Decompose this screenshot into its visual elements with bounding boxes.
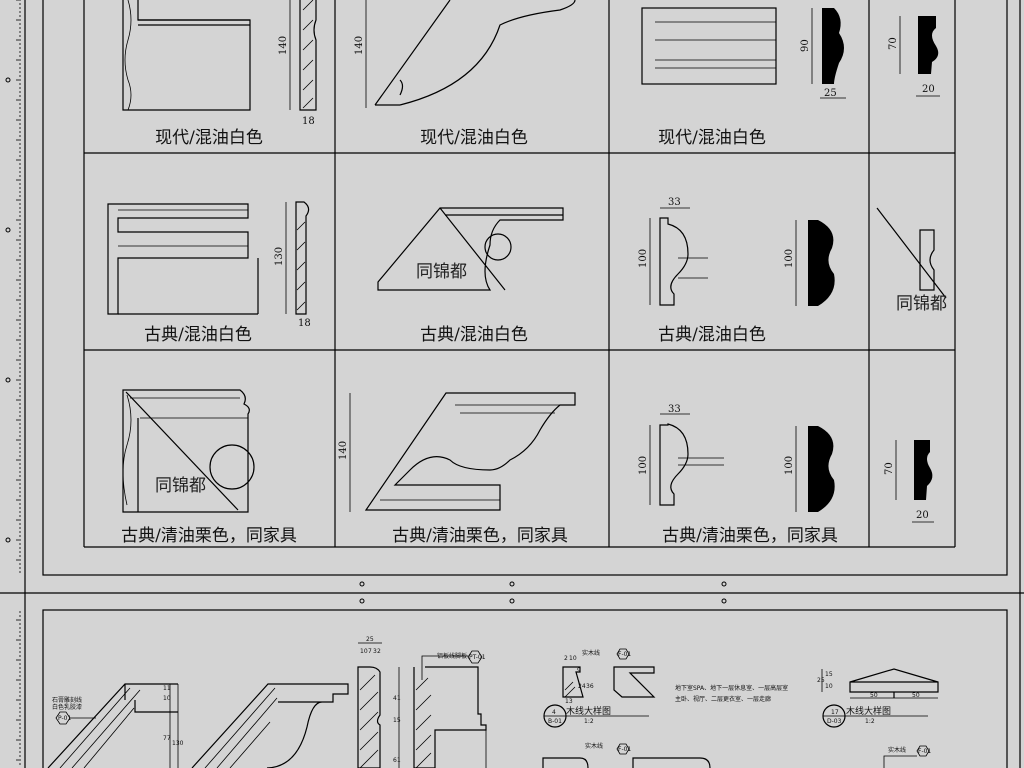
- svg-text:25: 25: [824, 88, 837, 99]
- svg-text:B-01: B-01: [548, 718, 562, 725]
- svg-text:36: 36: [586, 683, 594, 690]
- svg-text:20: 20: [916, 510, 929, 521]
- label-r1-c2: 现代/混油白色: [420, 128, 528, 148]
- svg-text:2: 2: [564, 655, 568, 662]
- svg-text:20: 20: [922, 84, 935, 95]
- moulding-r3-c2: 140: [338, 392, 576, 512]
- svg-text:130: 130: [172, 740, 184, 747]
- detail-profile-c: 25 10 7 3 2 41 15 61 铝板线脚板 PT-01: [357, 636, 487, 768]
- svg-text:140: 140: [354, 36, 365, 55]
- moulding-r2-c1: 130 18: [107, 201, 311, 329]
- svg-text:15: 15: [393, 717, 401, 724]
- label-r1-c3: 现代/混油白色: [658, 128, 766, 148]
- svg-text:100: 100: [784, 249, 795, 268]
- svg-text:主卧、视厅、二层更衣室、一层走廊: 主卧、视厅、二层更衣室、一层走廊: [675, 695, 771, 703]
- svg-text:70: 70: [888, 37, 899, 50]
- svg-text:100: 100: [638, 456, 649, 475]
- moulding-r3-c4: 70 20: [884, 440, 934, 523]
- svg-text:24: 24: [578, 683, 586, 690]
- svg-text:P-01: P-01: [58, 715, 71, 722]
- svg-text:50: 50: [912, 692, 920, 699]
- svg-text:F-01: F-01: [918, 748, 931, 755]
- svg-text:15: 15: [825, 671, 833, 678]
- label-r2-c3: 古典/混油白色: [658, 325, 766, 345]
- svg-text:木线大样图: 木线大样图: [846, 705, 891, 717]
- svg-text:地下室SPA、地下一层休息室、一层高层室: 地下室SPA、地下一层休息室、一层高层室: [675, 684, 788, 692]
- moulding-r1-c4: 70 20: [888, 16, 940, 97]
- svg-text:木线大样图: 木线大样图: [566, 705, 611, 717]
- svg-text:100: 100: [638, 249, 649, 268]
- svg-text:9: 9: [577, 667, 581, 674]
- binding-holes: [5, 77, 727, 604]
- moulding-r3-c3: 33 100 100: [638, 404, 835, 512]
- svg-text:18: 18: [298, 318, 311, 329]
- label-r3-c2: 古典/清油栗色，同家具: [392, 526, 568, 546]
- moulding-r1-c3: 90 25: [641, 7, 846, 99]
- moulding-r2-c2: 同锦都: [377, 207, 564, 291]
- svg-text:10: 10: [360, 648, 368, 655]
- svg-text:1:2: 1:2: [865, 718, 875, 725]
- moulding-r2-c4: 同锦都: [876, 207, 947, 314]
- svg-text:140: 140: [338, 441, 349, 460]
- svg-text:90: 90: [800, 39, 811, 52]
- svg-text:D-03: D-03: [827, 718, 842, 725]
- svg-text:100: 100: [784, 456, 795, 475]
- svg-text:实木线: 实木线: [585, 742, 603, 750]
- svg-text:4: 4: [552, 709, 556, 716]
- svg-text:10: 10: [825, 683, 833, 690]
- svg-text:同锦都: 同锦都: [155, 476, 206, 496]
- ruler-ticks: [16, 0, 21, 765]
- label-r3-c1: 古典/清油栗色，同家具: [121, 526, 297, 546]
- svg-text:F-01: F-01: [618, 746, 631, 753]
- svg-text:F-01: F-01: [618, 651, 631, 658]
- moulding-r1-c1: 140 18: [122, 0, 317, 127]
- svg-text:1:2: 1:2: [584, 718, 594, 725]
- svg-text:PT-01: PT-01: [469, 654, 486, 661]
- detail-cornice-a: 石膏雕刻线 白色乳胶漆 P-01 11 10 77 130: [47, 683, 184, 768]
- svg-text:140: 140: [278, 36, 289, 55]
- svg-text:11: 11: [163, 685, 171, 692]
- label-r3-c3: 古典/清油栗色，同家具: [662, 526, 838, 546]
- label-r2-c2: 古典/混油白色: [420, 325, 528, 345]
- svg-text:10: 10: [163, 695, 171, 702]
- svg-text:7: 7: [368, 648, 372, 655]
- svg-text:33: 33: [668, 404, 681, 415]
- svg-text:3: 3: [373, 648, 377, 655]
- svg-text:13: 13: [565, 698, 573, 705]
- svg-text:33: 33: [668, 197, 681, 208]
- svg-text:同锦都: 同锦都: [896, 294, 947, 314]
- moulding-r2-c3: 33 100 100: [638, 197, 835, 306]
- svg-text:17: 17: [831, 709, 839, 716]
- label-r2-c1: 古典/混油白色: [144, 325, 252, 345]
- svg-text:10: 10: [569, 655, 577, 662]
- detail-17: 50 50 25 15 10 17 D-03 木线大样图 1:2: [817, 668, 939, 728]
- moulding-table-grid: [83, 0, 956, 548]
- svg-text:130: 130: [274, 247, 285, 266]
- svg-text:77: 77: [163, 735, 171, 742]
- svg-text:50: 50: [870, 692, 878, 699]
- svg-text:石膏雕刻线: 石膏雕刻线: [52, 696, 82, 704]
- svg-text:18: 18: [302, 116, 315, 127]
- svg-text:25: 25: [366, 636, 374, 643]
- svg-text:白色乳胶漆: 白色乳胶漆: [52, 703, 82, 711]
- svg-text:2: 2: [377, 648, 381, 655]
- moulding-r1-c2: 140: [354, 0, 576, 108]
- detail-cornice-b: [191, 683, 349, 768]
- svg-text:同锦都: 同锦都: [416, 262, 467, 282]
- svg-text:实木线: 实木线: [888, 746, 906, 754]
- detail-4: 2 10 9 24 36 13 实木线 F-01 4 B-01 木线大样图 1:…: [543, 648, 788, 728]
- svg-text:实木线: 实木线: [582, 649, 600, 657]
- moulding-r3-c1: 同锦都: [122, 389, 255, 513]
- lower-details: 实木线 F-01 实木线 F-01: [542, 742, 931, 768]
- label-r1-c1: 现代/混油白色: [155, 128, 263, 148]
- svg-text:61: 61: [393, 757, 401, 764]
- svg-text:70: 70: [884, 462, 895, 475]
- cell-labels: 现代/混油白色 现代/混油白色 现代/混油白色 古典/混油白色 古典/混油白色 …: [121, 128, 838, 546]
- svg-text:25: 25: [817, 677, 825, 684]
- svg-text:41: 41: [393, 695, 401, 702]
